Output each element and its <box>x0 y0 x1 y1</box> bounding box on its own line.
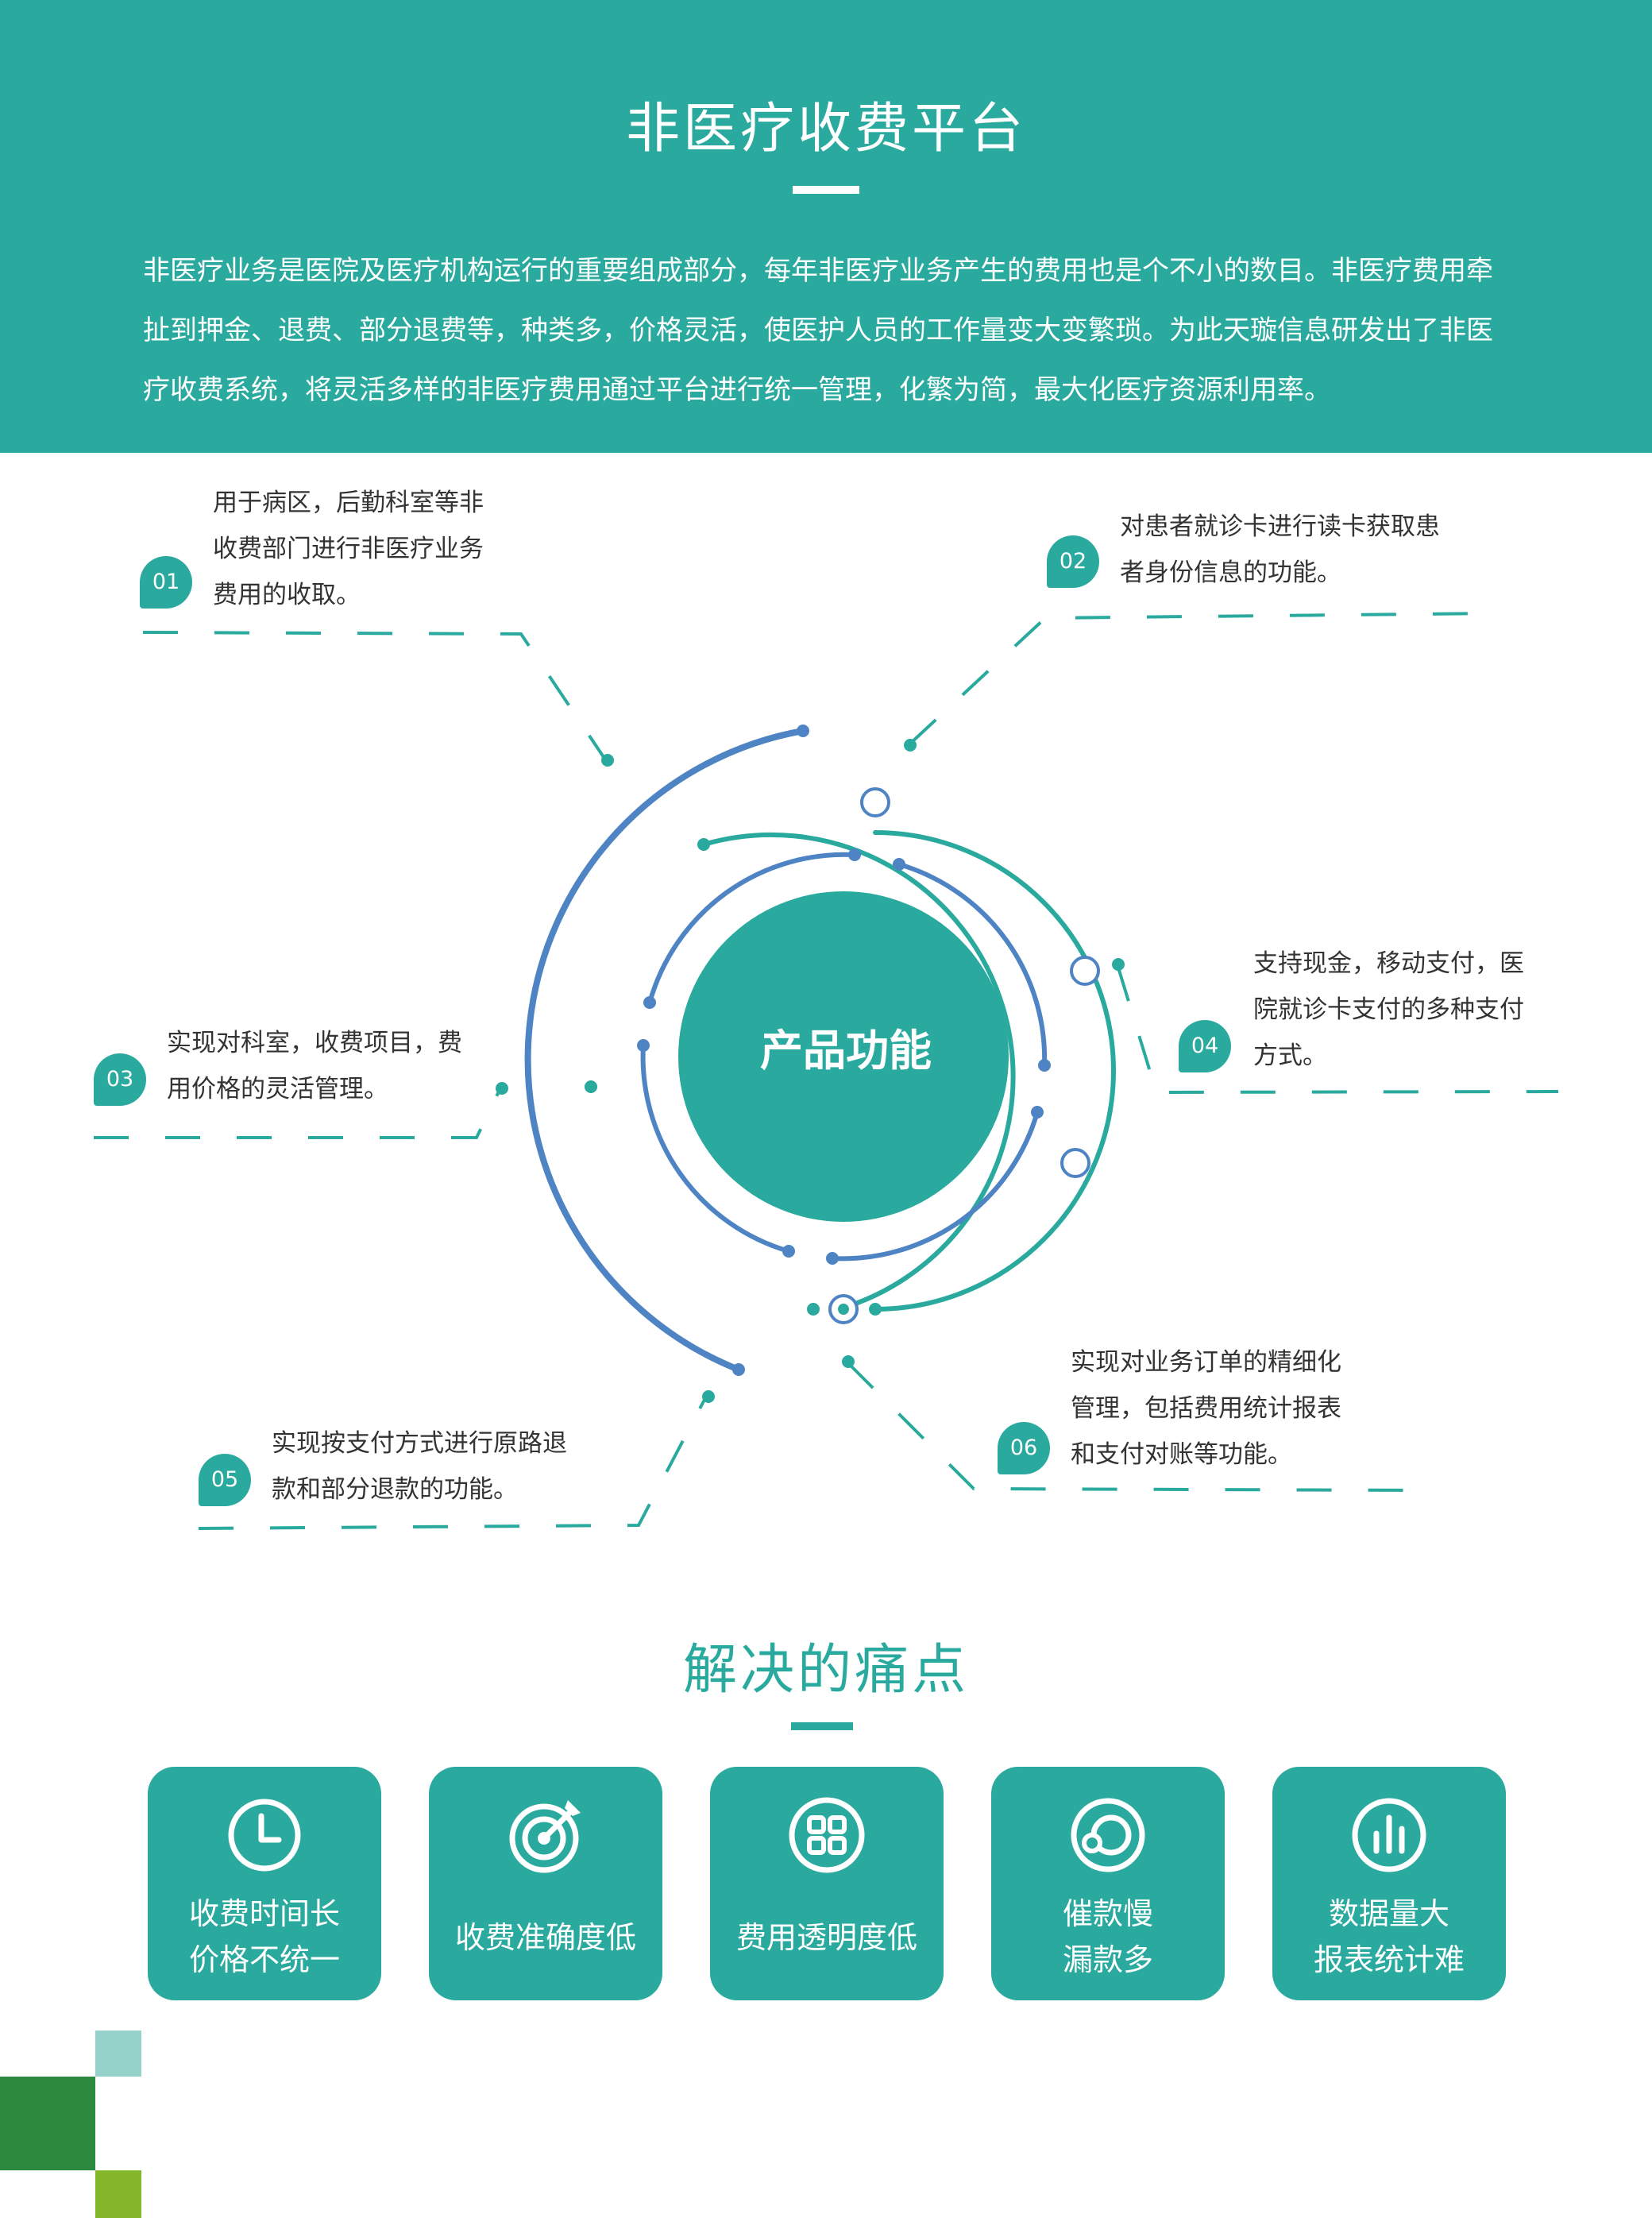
connector-03 <box>94 1088 502 1139</box>
feature-text-05: 实现按支付方式进行原路退款和部分退款的功能。 <box>272 1429 567 1504</box>
pain-points-underline <box>791 1722 853 1730</box>
badge-03: 03 <box>94 1053 146 1106</box>
connector-01 <box>142 631 605 759</box>
feature-text-03: 实现对科室，收费项目，费用价格的灵活管理。 <box>167 1029 462 1103</box>
grid-icon <box>789 1797 865 1873</box>
connector-06 <box>847 1362 1422 1492</box>
title-underline <box>793 186 859 194</box>
corner-square-light <box>95 2031 141 2077</box>
connector-02 <box>909 612 1497 745</box>
pain-card-4: 催款慢 漏款多 <box>991 1767 1225 2000</box>
page-title: 非医疗收费平台 <box>625 98 1026 160</box>
pain-card-2: 收费准确度低 <box>429 1767 662 2000</box>
blue-ring-right-arc <box>897 862 1048 1068</box>
teal-ring-right-arc <box>873 830 1116 1312</box>
pain-card-label: 收费准确度低 <box>454 1920 636 1955</box>
ring-node-top <box>860 787 890 817</box>
pain-points-title: 解决的痛点 <box>682 1639 969 1702</box>
ring-node-right-upper <box>1070 956 1100 986</box>
connector-05 <box>198 1397 707 1530</box>
blue-ring-bottom-arc <box>830 1110 1040 1262</box>
feature-diagram <box>94 612 1559 1530</box>
pain-card-3: 费用透明度低 <box>710 1767 944 2000</box>
clock-icon <box>228 1799 301 1872</box>
pain-card-label: 费用透明度低 <box>735 1920 917 1955</box>
corner-square-dark <box>0 2077 95 2170</box>
feature-text-02: 对患者就诊卡进行读卡获取患者身份信息的功能。 <box>1120 512 1440 587</box>
badge-05: 05 <box>199 1454 251 1506</box>
feature-text-01: 用于病区，后勤科室等非收费部门进行非医疗业务费用的收取。 <box>213 489 484 609</box>
center-label: 产品功能 <box>760 1026 932 1076</box>
pain-card-label: 数据量大 报表统计难 <box>1313 1896 1465 1977</box>
bar-chart-icon <box>1352 1798 1426 1872</box>
intro-paragraph: 非医疗业务是医院及医疗机构运行的重要组成部分，每年非医疗业务产生的费用也是个不小… <box>143 255 1493 406</box>
pain-card-5: 数据量大 报表统计难 <box>1272 1767 1506 2000</box>
center-disc <box>678 891 1009 1222</box>
pain-card-label: 收费时间长 价格不统一 <box>188 1896 340 1977</box>
corner-square-lime <box>95 2170 141 2218</box>
badge-06: 06 <box>998 1422 1050 1474</box>
ring-node-right-lower <box>1060 1148 1090 1178</box>
connector-end-dots <box>496 739 1125 1403</box>
target-icon <box>509 1800 581 1873</box>
blue-ring-left-arc <box>640 1043 791 1254</box>
connector-lines <box>94 612 1559 1530</box>
badge-01: 01 <box>140 556 192 609</box>
pain-card-1: 收费时间长 价格不统一 <box>148 1767 381 2000</box>
feature-text-06: 实现对业务订单的精细化管理，包括费用统计报表和支付对账等功能。 <box>1071 1348 1341 1469</box>
badge-02: 02 <box>1047 535 1099 588</box>
teal-ring-left-arc <box>701 832 1016 1312</box>
pain-card-label: 催款慢 漏款多 <box>1062 1896 1153 1977</box>
feature-text-04: 支持现金，移动支付，医院就诊卡支付的多种支付方式。 <box>1253 949 1524 1070</box>
outer-blue-arc <box>524 728 806 1373</box>
badge-04: 04 <box>1179 1020 1231 1072</box>
orbit-icon <box>1071 1798 1145 1872</box>
blue-ring-top-arc <box>647 852 857 1005</box>
header-banner <box>0 0 1652 453</box>
